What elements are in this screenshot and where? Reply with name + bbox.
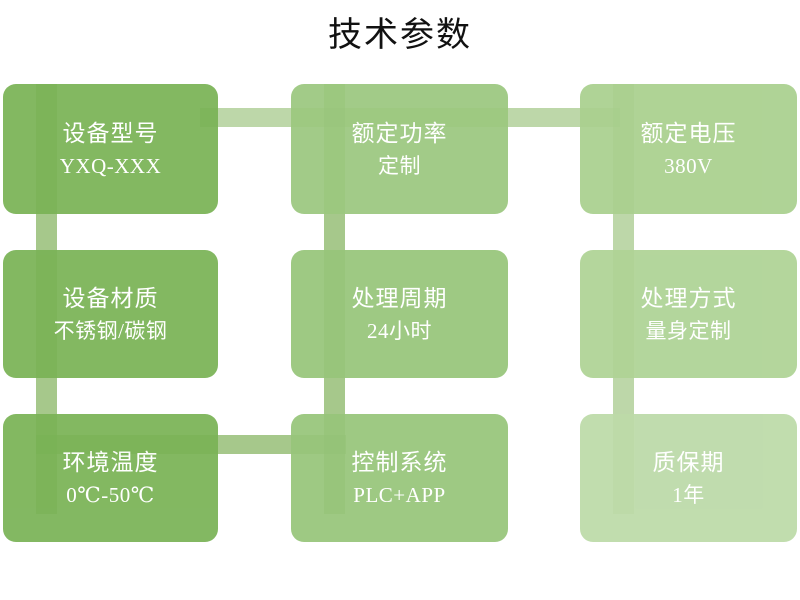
card-value: YXQ-XXX <box>59 153 162 178</box>
card-value: 不锈钢/碳钢 <box>53 318 168 343</box>
card-label: 额定电压 <box>640 120 737 146</box>
card-value: 24小时 <box>367 318 432 343</box>
card-treatment-method[interactable]: 处理方式 量身定制 <box>580 250 797 378</box>
card-equipment-model[interactable]: 设备型号 YXQ-XXX <box>3 84 218 214</box>
card-warranty-period[interactable]: 质保期 1年 <box>580 414 797 542</box>
card-value: 380V <box>664 153 713 178</box>
card-control-system[interactable]: 控制系统 PLC+APP <box>291 414 508 542</box>
card-label: 质保期 <box>652 449 725 475</box>
card-label: 设备材质 <box>62 285 159 311</box>
card-label: 控制系统 <box>351 449 448 475</box>
card-ambient-temperature[interactable]: 环境温度 0℃-50℃ <box>3 414 218 542</box>
card-treatment-cycle[interactable]: 处理周期 24小时 <box>291 250 508 378</box>
card-equipment-material[interactable]: 设备材质 不锈钢/碳钢 <box>3 250 218 378</box>
card-label: 处理方式 <box>640 285 737 311</box>
card-rated-voltage[interactable]: 额定电压 380V <box>580 84 797 214</box>
card-label: 设备型号 <box>62 120 159 146</box>
card-value: 1年 <box>672 482 705 507</box>
page-title: 技术参数 <box>328 15 472 55</box>
card-value: PLC+APP <box>353 482 446 507</box>
card-value: 量身定制 <box>645 318 732 343</box>
card-label: 额定功率 <box>351 120 448 146</box>
card-label: 环境温度 <box>62 449 159 475</box>
card-value: 0℃-50℃ <box>66 482 155 507</box>
card-label: 处理周期 <box>351 285 448 311</box>
card-rated-power[interactable]: 额定功率 定制 <box>291 84 508 214</box>
card-value: 定制 <box>378 153 421 178</box>
